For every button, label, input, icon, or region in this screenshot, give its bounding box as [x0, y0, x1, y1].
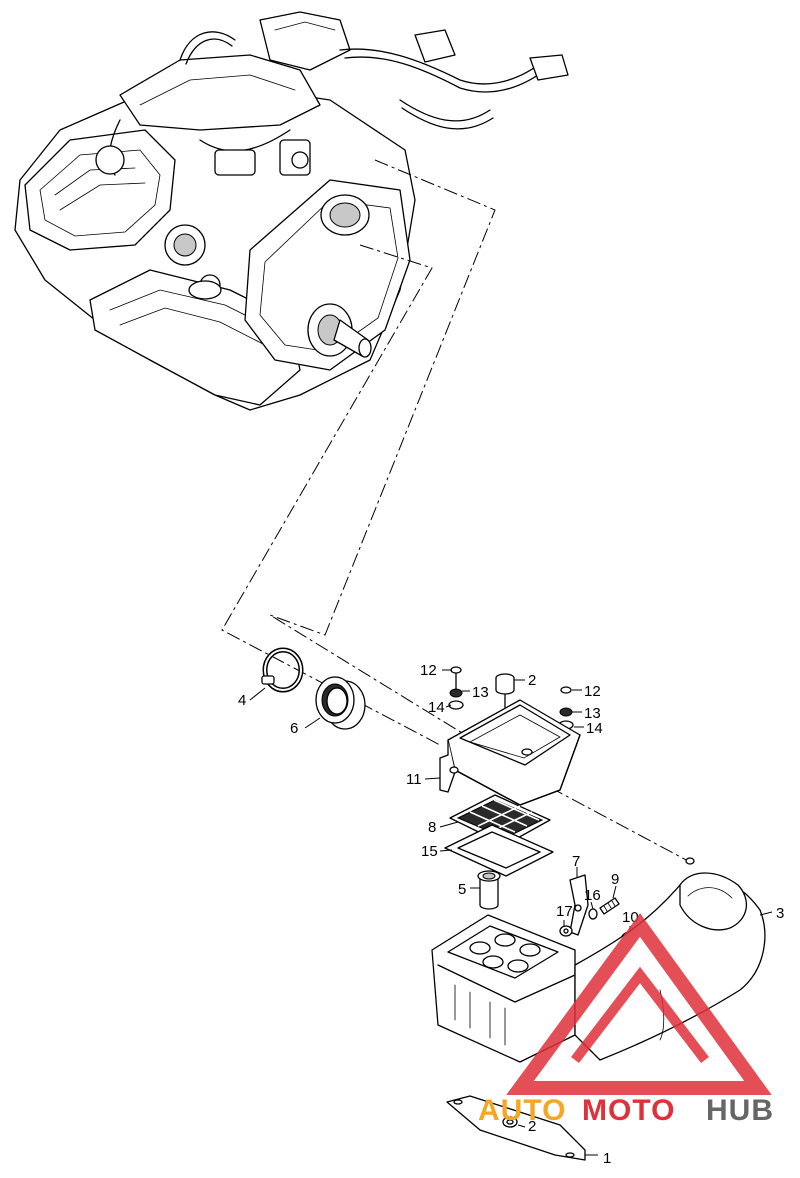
callout-7: 7 — [572, 853, 580, 870]
watermark-text-hub: HUB — [706, 1094, 774, 1127]
callout-6: 6 — [290, 720, 298, 737]
callout-12-right: 12 — [584, 683, 601, 700]
callout-11: 11 — [406, 771, 422, 788]
part-9-bolt — [599, 897, 620, 915]
callout-16: 16 — [584, 887, 601, 904]
fasteners-left — [448, 666, 464, 710]
callout-2-top: 2 — [528, 672, 536, 689]
part-2-fastener-bottom — [502, 1116, 518, 1128]
callout-4: 4 — [238, 692, 246, 709]
callout-8: 8 — [428, 819, 436, 836]
callout-2-bottom: 2 — [528, 1118, 536, 1135]
watermark-text-moto: MOTO — [582, 1094, 675, 1127]
callout-3: 3 — [776, 905, 784, 922]
callout-14-left: 14 — [428, 699, 445, 716]
callout-13-left: 13 — [472, 684, 489, 701]
callout-13-right: 13 — [584, 705, 601, 722]
callout-1: 1 — [603, 1150, 611, 1167]
part-16-washer — [588, 908, 598, 920]
callout-17: 17 — [556, 903, 573, 920]
watermark-logo — [506, 913, 772, 1095]
engine-assembly — [14, 11, 569, 411]
callout-9: 9 — [611, 871, 619, 888]
watermark-text-auto: AUTO — [478, 1094, 566, 1127]
callout-15: 15 — [421, 843, 438, 860]
part-7-bracket — [569, 874, 589, 936]
part-6-intake-sleeve — [315, 676, 366, 730]
airbox-base — [431, 914, 576, 1063]
part-11-airbox-lid — [439, 699, 581, 806]
part-4-hose-clamp — [261, 647, 304, 693]
assembly-guide-lines — [221, 159, 691, 863]
part-5-tube — [477, 870, 501, 910]
callout-12-left: 12 — [420, 662, 437, 679]
part-15-gasket — [444, 824, 554, 877]
part-17-washer — [559, 925, 573, 937]
callout-14-right: 14 — [586, 720, 603, 737]
watermark-text: AUTO MOTO HUB — [478, 1094, 774, 1127]
callout-5: 5 — [458, 881, 466, 898]
